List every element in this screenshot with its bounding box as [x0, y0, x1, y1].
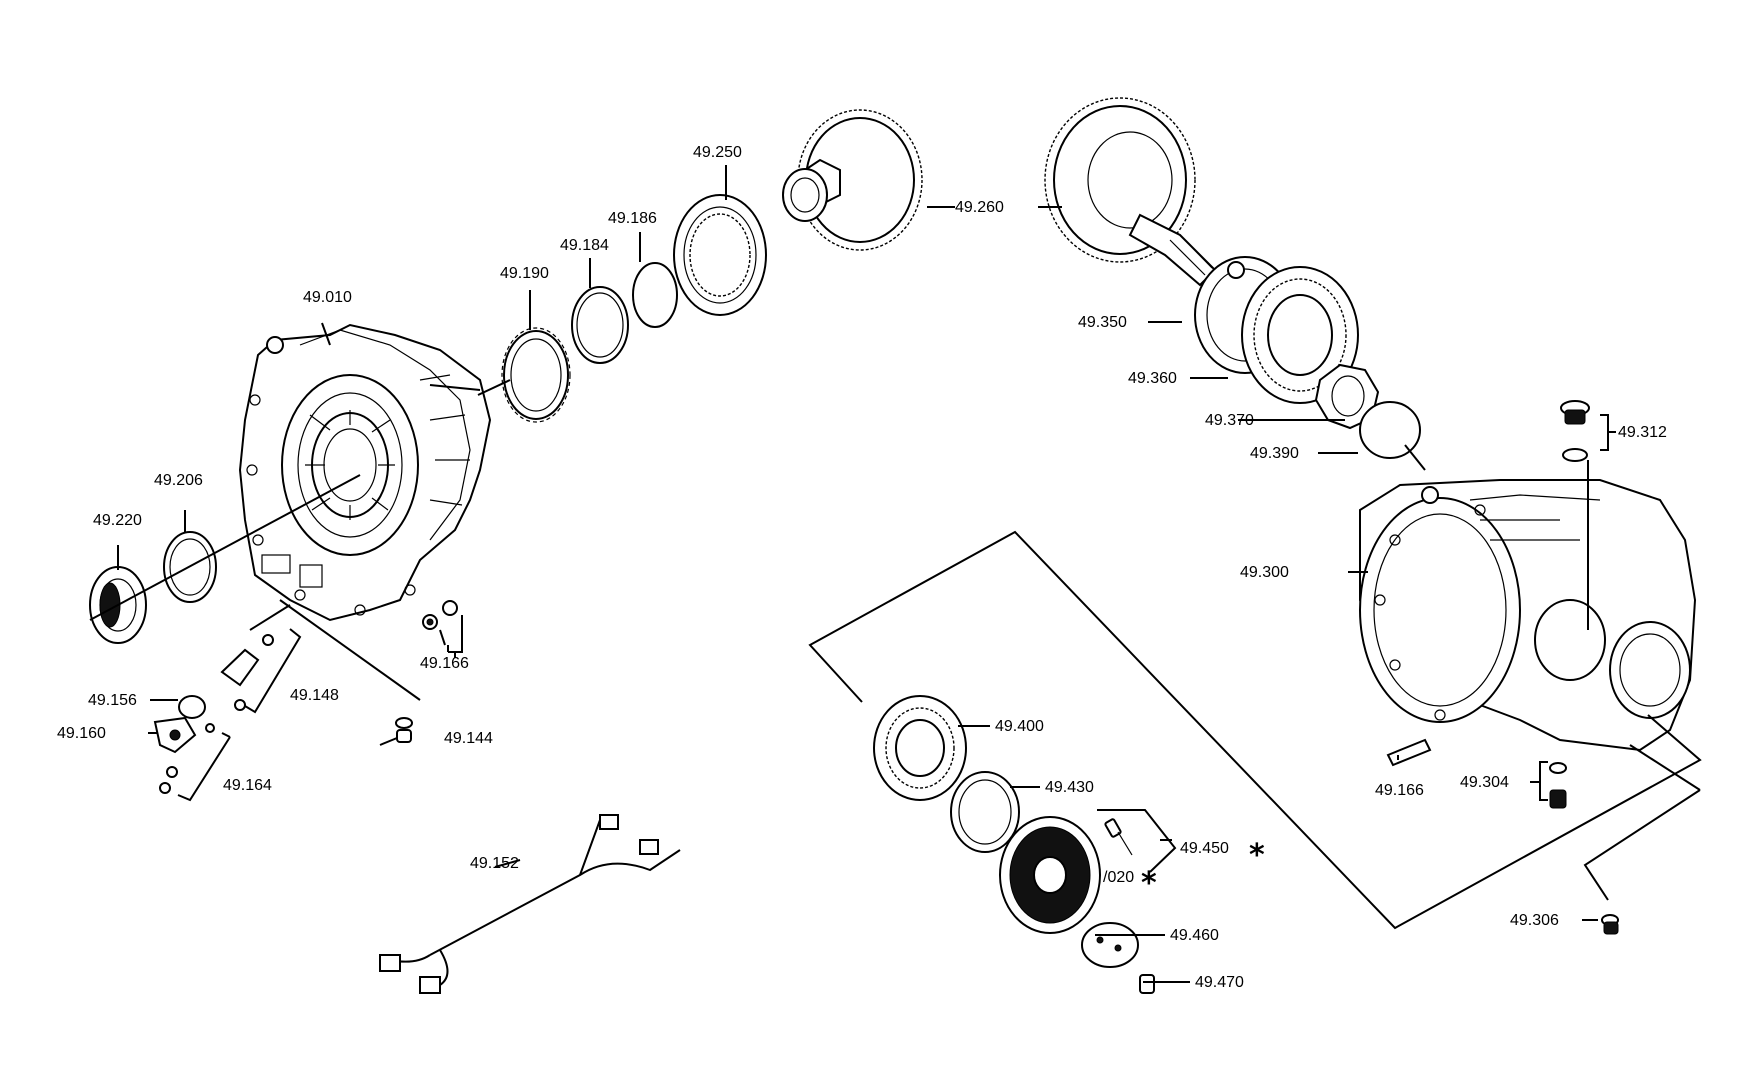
shim-49184 [571, 286, 629, 364]
flange-49450 [999, 816, 1101, 934]
label-49164: 49.164 [223, 777, 272, 794]
label-49144: 49.144 [444, 730, 493, 747]
label-49350: 49.350 [1078, 314, 1127, 331]
snapring-49390 [1359, 401, 1421, 459]
plug-49156 [178, 695, 206, 719]
seal-49430 [950, 771, 1020, 853]
label-49148: 49.148 [290, 687, 339, 704]
plug-49304 [1549, 762, 1567, 809]
label-49166a: 49.166 [420, 655, 469, 672]
gear-shaft-49260 [1044, 97, 1217, 287]
label-49156: 49.156 [88, 692, 137, 709]
marker-020: * [1141, 866, 1157, 901]
sensor-49160 [153, 716, 215, 754]
nut-49370 [1314, 363, 1380, 430]
label-49152: 49.152 [470, 855, 519, 872]
label-49312: 49.312 [1618, 424, 1667, 441]
label-49166b: 49.166 [1375, 782, 1424, 799]
label-49370: 49.370 [1205, 412, 1254, 429]
sensor-bracket-49148 [220, 634, 274, 711]
marker-49450: * [1249, 838, 1265, 873]
label-49220: 49.220 [93, 512, 142, 529]
label-49184: 49.184 [560, 237, 609, 254]
label-49260: 49.260 [955, 199, 1004, 216]
stud-49166 [1386, 738, 1432, 767]
label-49206: 49.206 [154, 472, 203, 489]
label-49250: 49.250 [693, 144, 742, 161]
plug-49144 [395, 717, 413, 743]
label-020: /020 [1103, 869, 1134, 886]
part-labels: 49.010 49.220 49.206 49.190 49.184 49.18… [57, 144, 1667, 991]
bearing-49360 [1241, 266, 1359, 404]
label-49450: 49.450 [1180, 840, 1229, 857]
label-49360: 49.360 [1128, 370, 1177, 387]
label-49190: 49.190 [500, 265, 549, 282]
label-49430: 49.430 [1045, 779, 1094, 796]
label-49306: 49.306 [1510, 912, 1559, 929]
label-49400: 49.400 [995, 718, 1044, 735]
front-housing [238, 323, 492, 622]
bearing-49250 [673, 194, 767, 316]
screw-49164 [159, 766, 178, 794]
label-49470: 49.470 [1195, 974, 1244, 991]
leader-lines [89, 165, 1702, 983]
label-49304: 49.304 [1460, 774, 1509, 791]
snapring-49186 [632, 262, 678, 328]
wiring-harness-49152 [379, 814, 681, 994]
gear-49250 [782, 109, 923, 251]
nuts-49166 [422, 600, 458, 630]
bolt-49470 [1139, 974, 1155, 994]
label-49300: 49.300 [1240, 564, 1289, 581]
plug-49312 [1560, 400, 1590, 462]
plug-49306 [1601, 914, 1619, 935]
rear-housing [1359, 479, 1697, 752]
label-49160: 49.160 [57, 725, 106, 742]
washer-49460 [1081, 922, 1139, 968]
label-49010: 49.010 [303, 289, 352, 306]
bolt-020 [1104, 818, 1133, 856]
label-49186: 49.186 [608, 210, 657, 227]
bearing-49400 [873, 695, 967, 801]
label-49460: 49.460 [1170, 927, 1219, 944]
label-49390: 49.390 [1250, 445, 1299, 462]
ring-gear-49190 [501, 327, 571, 423]
